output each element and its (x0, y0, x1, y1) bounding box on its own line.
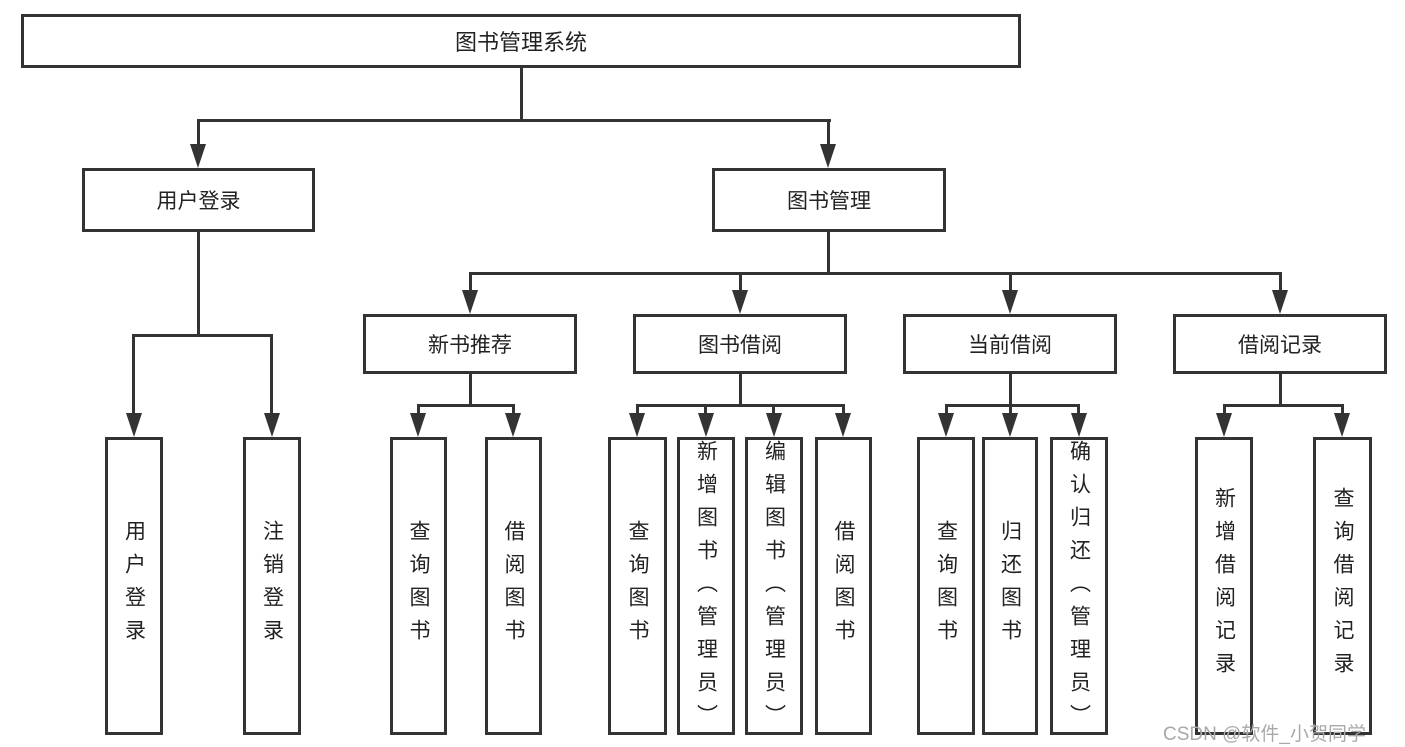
arrowhead-down-icon (1002, 413, 1018, 437)
node-book-borrow: 图书借阅 (633, 314, 847, 374)
arrowhead-down-icon (629, 413, 645, 437)
connector-vline (827, 232, 830, 275)
leaf-borrow-books-recommend: 借阅图书 (485, 437, 542, 735)
arrowhead-down-icon (1002, 290, 1018, 314)
leaf-add-borrow-record: 新增借阅记录 (1195, 437, 1253, 735)
connector-vline (1279, 374, 1282, 407)
connector-vline (739, 374, 742, 407)
node-label: 当前借阅 (968, 334, 1052, 357)
connector-vline (469, 272, 472, 294)
connector-vline (1279, 272, 1282, 294)
leaf-query-books-recommend: 查询图书 (390, 437, 447, 735)
leaf-label: 查询图书 (626, 520, 649, 652)
arrowhead-down-icon (1272, 290, 1288, 314)
connector-vline (842, 404, 845, 418)
arrowhead-down-icon (1334, 413, 1350, 437)
connector-hline (417, 404, 514, 407)
connector-vline (520, 68, 523, 120)
node-label: 图书借阅 (698, 334, 782, 357)
csdn-watermark: CSDN @软件_小贺同学 (1163, 724, 1366, 745)
connector-hline (469, 272, 1281, 275)
leaf-label: 编辑图书（管理员） (762, 440, 786, 737)
arrowhead-down-icon (1216, 413, 1232, 437)
arrowhead-down-icon (126, 413, 142, 437)
node-label: 借阅记录 (1238, 334, 1322, 357)
leaf-label: 查询图书 (407, 520, 430, 652)
connector-hline (945, 404, 1080, 407)
connector-hline (636, 404, 844, 407)
connector-vline (132, 334, 135, 416)
leaf-label: 新增借阅记录 (1212, 487, 1236, 685)
connector-hline (1223, 404, 1343, 407)
node-label: 图书管理系统 (454, 30, 587, 55)
arrowhead-down-icon (938, 413, 954, 437)
node-book-management: 图书管理 (712, 168, 946, 232)
leaf-label: 确认归还（管理员） (1067, 440, 1091, 737)
connector-vline (417, 404, 420, 418)
connector-vline (197, 119, 200, 150)
connector-vline (636, 404, 639, 418)
arrowhead-down-icon (835, 413, 851, 437)
leaf-query-borrow-record: 查询借阅记录 (1313, 437, 1372, 735)
node-label: 图书管理 (787, 190, 871, 213)
connector-vline (469, 374, 472, 407)
connector-vline (1223, 404, 1226, 418)
connector-vline (1009, 404, 1012, 418)
leaf-label: 借阅图书 (502, 520, 525, 652)
connector-vline (704, 404, 707, 418)
leaf-label: 新增图书（管理员） (694, 440, 718, 737)
node-new-book-recommend: 新书推荐 (363, 314, 577, 374)
arrowhead-down-icon (766, 413, 782, 437)
node-current-borrow: 当前借阅 (903, 314, 1117, 374)
arrowhead-down-icon (410, 413, 426, 437)
leaf-label: 借阅图书 (832, 520, 855, 652)
arrowhead-down-icon (820, 144, 836, 168)
connector-vline (512, 404, 515, 418)
leaf-label: 注销登录 (260, 520, 284, 652)
leaf-query-books-current: 查询图书 (917, 437, 975, 735)
leaf-edit-books-admin: 编辑图书（管理员） (745, 437, 803, 737)
connector-vline (1009, 272, 1012, 294)
arrowhead-down-icon (190, 144, 206, 168)
arrowhead-down-icon (505, 413, 521, 437)
arrowhead-down-icon (698, 413, 714, 437)
leaf-label: 查询借阅记录 (1331, 487, 1354, 685)
arrowhead-down-icon (264, 413, 280, 437)
connector-hline (133, 334, 273, 337)
connector-vline (772, 404, 775, 418)
arrowhead-down-icon (732, 290, 748, 314)
connector-vline (197, 232, 200, 336)
leaf-query-books-borrow: 查询图书 (608, 437, 667, 735)
leaf-label: 用户登录 (122, 520, 146, 652)
connector-vline (1009, 374, 1012, 407)
connector-vline (739, 272, 742, 294)
connector-vline (945, 404, 948, 418)
connector-hline (197, 119, 831, 122)
arrowhead-down-icon (1071, 413, 1087, 437)
leaf-label: 查询图书 (934, 520, 958, 652)
node-label: 用户登录 (156, 190, 241, 213)
arrowhead-down-icon (462, 290, 478, 314)
connector-vline (1341, 404, 1344, 418)
leaf-user-login: 用户登录 (105, 437, 163, 735)
node-label: 新书推荐 (428, 334, 512, 357)
leaf-confirm-return-admin: 确认归还（管理员） (1050, 437, 1108, 737)
connector-vline (270, 334, 273, 416)
leaf-add-books-admin: 新增图书（管理员） (677, 437, 735, 737)
leaf-logout-login: 注销登录 (243, 437, 301, 735)
node-borrow-records: 借阅记录 (1173, 314, 1387, 374)
node-user-login: 用户登录 (82, 168, 315, 232)
connector-vline (827, 119, 830, 150)
connector-vline (1077, 404, 1080, 418)
leaf-return-books: 归还图书 (982, 437, 1038, 735)
leaf-borrow-books: 借阅图书 (815, 437, 872, 735)
node-library-management-system: 图书管理系统 (21, 14, 1021, 68)
leaf-label: 归还图书 (998, 520, 1022, 652)
